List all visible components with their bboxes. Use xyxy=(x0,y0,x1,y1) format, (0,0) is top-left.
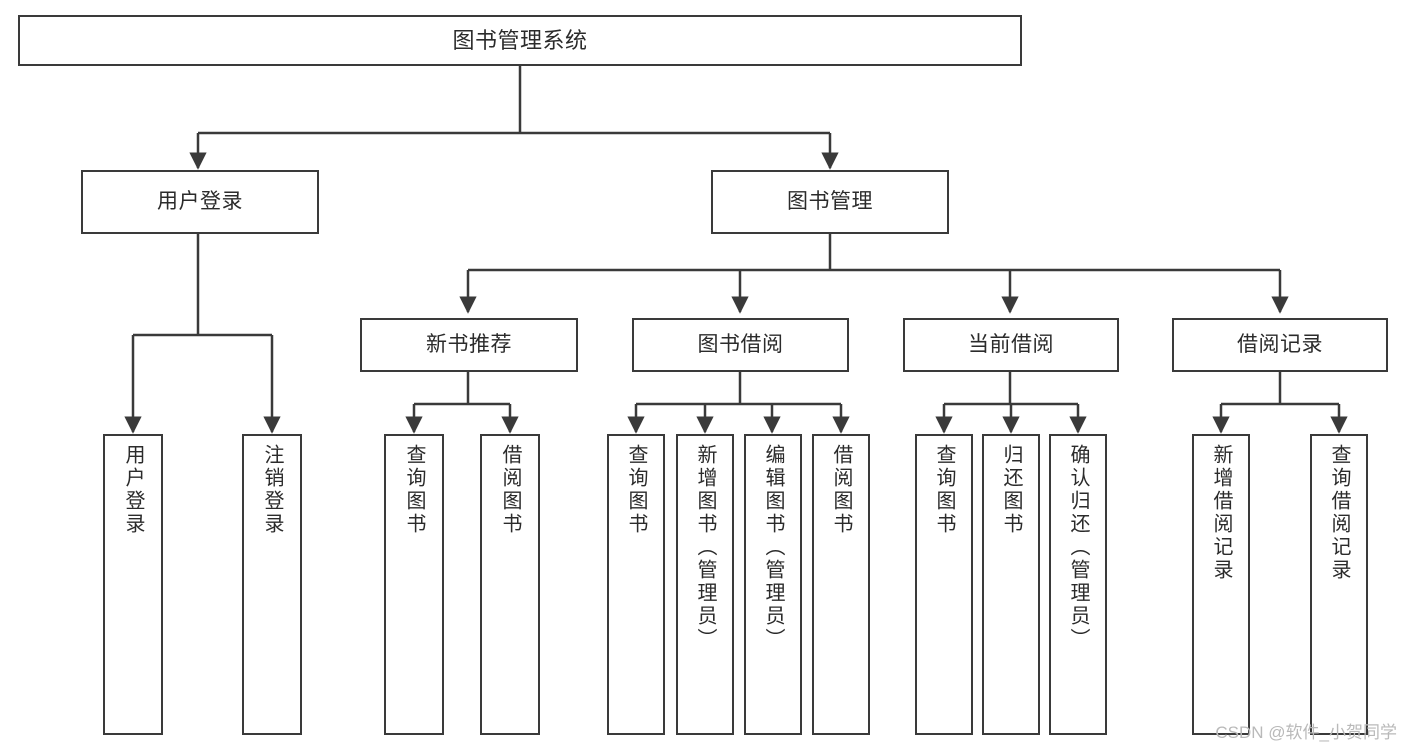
node-leaf-borrow-book-2-label: 借阅图书 xyxy=(830,444,852,536)
node-book-management[interactable]: 图书管理 xyxy=(711,170,949,234)
node-leaf-borrow-book-1[interactable]: 借阅图书 xyxy=(480,434,540,735)
node-leaf-query-record-label: 查询借阅记录 xyxy=(1328,444,1350,582)
node-leaf-query-book-3-label: 查询图书 xyxy=(933,444,955,536)
node-borrow-record[interactable]: 借阅记录 xyxy=(1172,318,1388,372)
node-leaf-add-record[interactable]: 新增借阅记录 xyxy=(1192,434,1250,735)
node-leaf-query-book-1-label: 查询图书 xyxy=(403,444,425,536)
node-book-borrow[interactable]: 图书借阅 xyxy=(632,318,849,372)
node-leaf-confirm-return[interactable]: 确认归还（管理员） xyxy=(1049,434,1107,735)
node-current-borrow[interactable]: 当前借阅 xyxy=(903,318,1119,372)
watermark: CSDN @软件_小贺同学 xyxy=(1215,723,1397,742)
node-leaf-add-record-label: 新增借阅记录 xyxy=(1210,444,1232,582)
node-new-book-recommend[interactable]: 新书推荐 xyxy=(360,318,578,372)
node-user-login[interactable]: 用户登录 xyxy=(81,170,319,234)
node-leaf-edit-book-label: 编辑图书（管理员） xyxy=(762,444,784,651)
node-leaf-logout-login[interactable]: 注销登录 xyxy=(242,434,302,735)
node-leaf-query-book-2-label: 查询图书 xyxy=(625,444,647,536)
node-book-management-label: 图书管理 xyxy=(787,189,873,213)
node-leaf-logout-login-label: 注销登录 xyxy=(261,444,283,536)
node-leaf-user-login[interactable]: 用户登录 xyxy=(103,434,163,735)
node-root-label: 图书管理系统 xyxy=(452,27,588,53)
node-leaf-query-record[interactable]: 查询借阅记录 xyxy=(1310,434,1368,735)
node-root[interactable]: 图书管理系统 xyxy=(18,15,1022,66)
node-user-login-label: 用户登录 xyxy=(157,189,243,213)
node-book-borrow-label: 图书借阅 xyxy=(697,332,784,356)
node-new-book-recommend-label: 新书推荐 xyxy=(426,332,512,356)
node-leaf-confirm-return-label: 确认归还（管理员） xyxy=(1067,444,1089,651)
node-leaf-borrow-book-1-label: 借阅图书 xyxy=(499,444,521,536)
node-leaf-return-book-label: 归还图书 xyxy=(1000,444,1022,536)
node-leaf-query-book-1[interactable]: 查询图书 xyxy=(384,434,444,735)
node-leaf-query-book-2[interactable]: 查询图书 xyxy=(607,434,665,735)
node-borrow-record-label: 借阅记录 xyxy=(1237,332,1323,356)
node-leaf-borrow-book-2[interactable]: 借阅图书 xyxy=(812,434,870,735)
node-leaf-edit-book[interactable]: 编辑图书（管理员） xyxy=(744,434,802,735)
node-current-borrow-label: 当前借阅 xyxy=(968,332,1054,356)
node-leaf-return-book[interactable]: 归还图书 xyxy=(982,434,1040,735)
node-leaf-add-book-label: 新增图书（管理员） xyxy=(694,444,716,651)
node-leaf-add-book[interactable]: 新增图书（管理员） xyxy=(676,434,734,735)
node-leaf-query-book-3[interactable]: 查询图书 xyxy=(915,434,973,735)
node-leaf-user-login-label: 用户登录 xyxy=(122,444,144,536)
